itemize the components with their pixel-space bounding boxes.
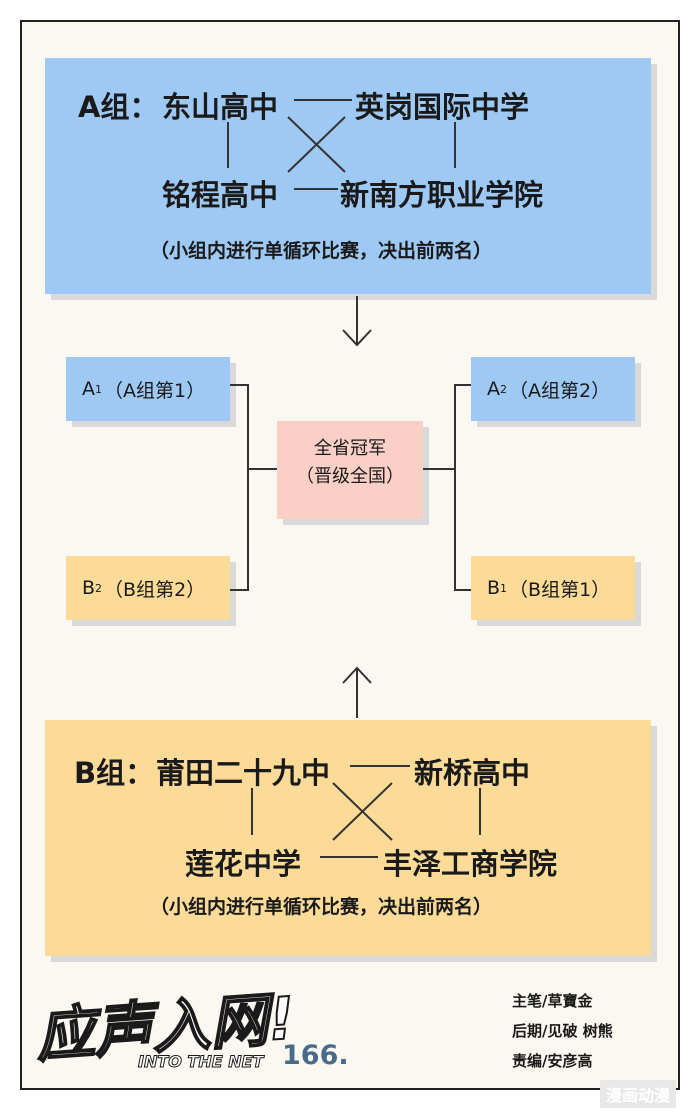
- group-a-team-3: 铭程高中: [162, 178, 279, 212]
- group-a-label: A组：: [78, 90, 159, 124]
- group-b-note: （小组内进行单循环比赛，决出前两名）: [150, 896, 493, 918]
- seed-a2-num: 2: [500, 382, 507, 396]
- arrow-down-head: [342, 329, 372, 347]
- champion-box: 全省冠军 （晋级全国）: [277, 421, 423, 519]
- seed-a2-text: （A组第2）: [509, 379, 611, 402]
- group-a-team-4: 新南方职业学院: [340, 178, 544, 212]
- group-a-team-1: 东山高中: [162, 90, 279, 124]
- group-b-label: B组：: [74, 756, 155, 790]
- credit-editor: 责编/安彦高: [512, 1052, 593, 1070]
- issue-number: 166.: [282, 1040, 349, 1071]
- group-b-team-4: 丰泽工商学院: [383, 847, 558, 881]
- seed-b1-letter: B: [487, 577, 501, 599]
- seed-a1-num: 1: [95, 382, 102, 396]
- seed-b2-text: （B组第2）: [104, 578, 206, 601]
- group-b-team-2: 新桥高中: [414, 756, 531, 790]
- group-b-cross-2: [332, 782, 393, 841]
- watermark: 漫画动漫: [600, 1080, 677, 1108]
- seed-b1-num: 1: [500, 581, 508, 595]
- seed-a2-letter: A: [487, 378, 500, 400]
- group-a-cross-2: [287, 116, 346, 173]
- group-a-team-2: 英岗国际中学: [355, 90, 530, 124]
- group-b-team-1: 莆田二十九中: [156, 756, 331, 790]
- seed-b2-num: 2: [95, 581, 103, 595]
- seed-a1-text: （A组第1）: [104, 379, 206, 402]
- group-a-panel: [45, 58, 651, 294]
- seed-a1-letter: A: [82, 378, 95, 400]
- group-a-note: （小组内进行单循环比赛，决出前两名）: [150, 240, 493, 262]
- credit-lead-artist: 主笔/草寶金: [512, 992, 593, 1010]
- bracket-right: [454, 384, 471, 591]
- seed-b1-text: （B组第1）: [509, 578, 611, 601]
- champion-subtitle: （晋级全国）: [296, 466, 404, 487]
- logo-subtitle: INTO THE NET: [137, 1052, 264, 1072]
- seed-b2-letter: B: [82, 577, 96, 599]
- champion-title: 全省冠军: [314, 438, 386, 459]
- group-b-panel: [45, 720, 651, 956]
- arrow-up-head: [342, 666, 372, 684]
- credit-post-production: 后期/见破 树熊: [512, 1022, 613, 1040]
- group-b-team-3: 莲花中学: [185, 847, 302, 881]
- bracket-left: [230, 384, 249, 591]
